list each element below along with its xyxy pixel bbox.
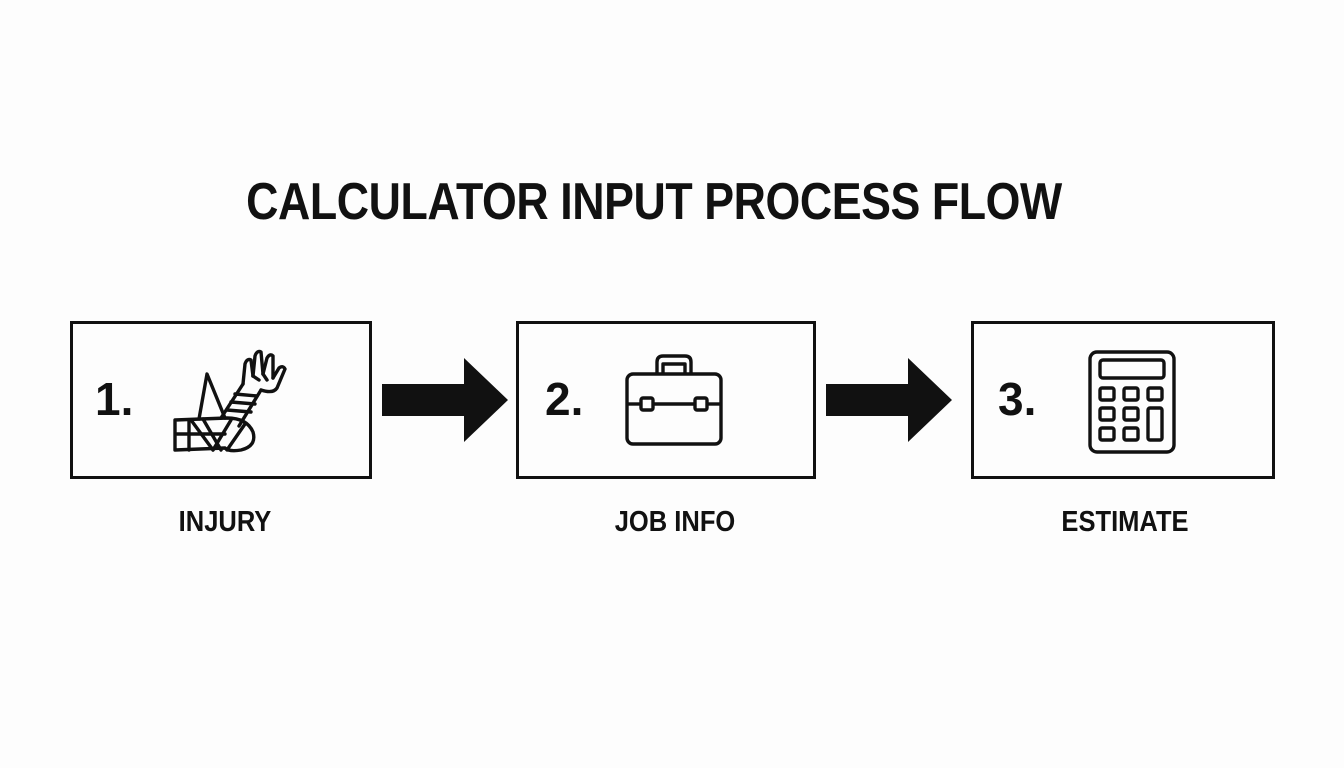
step-number-3: 3. (998, 373, 1037, 425)
diagram-title: CALCULATOR INPUT PROCESS FLOW (246, 173, 1062, 231)
step-label-job-info: JOB INFO (614, 506, 736, 538)
briefcase-icon (625, 354, 723, 446)
step-number-2: 2. (545, 373, 584, 425)
arrow-right-icon (826, 358, 952, 442)
step-box-injury: 1. (70, 321, 372, 479)
step-box-estimate: 3. (971, 321, 1275, 479)
step-label-estimate: ESTIMATE (1061, 506, 1189, 538)
step-box-job-info: 2. (516, 321, 816, 479)
arrow-right-icon (382, 358, 508, 442)
bandaged-arm-icon (173, 349, 287, 453)
step-number-1: 1. (95, 373, 134, 425)
step-label-injury: INJURY (178, 506, 272, 538)
calculator-icon (1088, 350, 1176, 454)
